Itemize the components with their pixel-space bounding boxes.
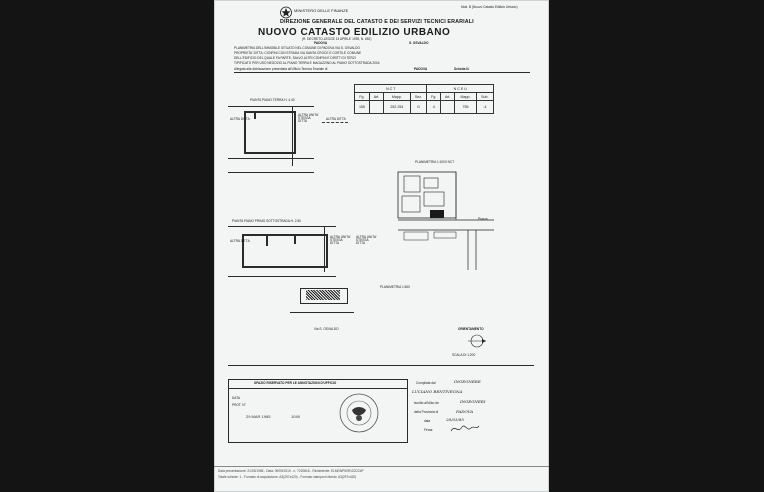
wall-segment <box>294 234 296 244</box>
boundary-dash <box>322 122 348 123</box>
republic-emblem <box>280 6 292 19</box>
description-line: PLANIMETRIA DELL'IMMOBILE SITUATO NEL CO… <box>234 46 360 50</box>
province-value: PADOVA <box>456 409 474 414</box>
orientation-label: ORIENTAMENTO <box>458 327 484 331</box>
date-label: DATA <box>232 396 241 400</box>
office-stamp-icon <box>338 392 380 434</box>
office-box-title: SPAZIO RISERVATO PER LE ANNOTAZIONI D'UF… <box>254 381 337 385</box>
albo-label: Iscritto all'Albo de <box>414 401 439 405</box>
description-line: PROPRIETA' DITTA: CONFINI CON STRADA VIA… <box>234 51 362 55</box>
scale-label: SCALA DI 1:200 <box>452 353 476 357</box>
footer-line-1: Data presentazione: 21/03/1985 - Data: 0… <box>218 469 364 473</box>
plan-border <box>228 276 336 277</box>
table-cell <box>440 100 456 114</box>
section-rule <box>228 365 534 366</box>
column-header: Art. <box>440 92 456 101</box>
other-unit-label: ALTRA UNITA' STESSA DITTA <box>330 235 351 246</box>
wall-line <box>292 106 293 166</box>
column-header: Fg. <box>354 92 370 101</box>
allegato-label: Allegata alla dichiarazione presentata a… <box>234 67 328 71</box>
altra-ditta-label: ALTRA DITTA <box>326 117 346 121</box>
protocol-label: PROT. N° <box>232 403 246 407</box>
other-unit-label: ALTRA UNITA' STESSA DITTA <box>298 113 319 124</box>
albo-value: INGEGNERI <box>460 399 486 404</box>
column-header: Mapp. <box>454 92 477 101</box>
description-line: DELL'EDIFICIO DEL QUALE FA PARTE, SALVO … <box>234 56 356 60</box>
stamp-date: 29 MAR 1985 <box>246 414 271 419</box>
altra-ditta-label: ALTRA DITTA <box>230 117 250 121</box>
scheda-label: Scheda N. <box>454 67 470 71</box>
wall-segment <box>254 111 256 119</box>
office-value: PADOVA <box>414 67 428 71</box>
compiler-name: LUCIANO BENTIVEGNA <box>412 389 463 394</box>
decree-reference: (R. DECRETO-LEGGE 13 APRILE 1939, N. 652… <box>302 37 372 41</box>
wall-segment <box>266 234 268 246</box>
plan-border <box>228 158 314 159</box>
column-header: Sez. <box>409 92 428 101</box>
description-line: TIPIFICATO PER USO NEGOZIO AL PIANO TERR… <box>234 61 380 65</box>
office-box-rule <box>228 388 407 389</box>
table-cell: 4 <box>426 100 441 114</box>
street-label: Via S. OSVALDO <box>314 327 339 331</box>
table-cell: 252 254 <box>383 100 411 114</box>
site-plan-label: PLANIMETRIA 1:1000 NCT <box>415 160 455 164</box>
stamp-number: 1049 <box>291 414 300 419</box>
altra-ditta-label: ALTRA DITTA <box>230 239 250 243</box>
signature-label: Firma: <box>424 428 434 432</box>
directorate-name: DIREZIONE GENERALE DEL CATASTO E DEI SER… <box>280 19 474 25</box>
small-plan-label: PLANIMETRIA 1:500 <box>380 285 410 289</box>
date-label: data <box>424 419 431 423</box>
plan-border <box>228 226 336 227</box>
small-plan-outline <box>300 288 348 304</box>
compiled-by-label: Compilata dal <box>416 381 436 385</box>
basement-label: PIANTA PIANO PRIMO SOTTOSTRADA H. 2.50 <box>232 219 301 223</box>
date-value: 28/03/85 <box>446 417 464 422</box>
province-value: PADOVA <box>314 41 328 45</box>
basement-outline <box>242 234 328 268</box>
table-cell: 155 <box>354 100 370 114</box>
signature-icon <box>450 422 480 434</box>
table-cell: 755 <box>454 100 477 114</box>
column-header: Art. <box>368 92 385 101</box>
column-header: Sub. <box>475 92 495 101</box>
footer-rule <box>214 466 549 467</box>
ground-floor-label: PIANTA PIANO TERRA H. 4.40 <box>250 98 295 102</box>
street-line <box>290 312 354 313</box>
column-header: Mapp. <box>383 92 411 101</box>
document-title: NUOVO CATASTO EDILIZIO URBANO <box>258 27 451 38</box>
header-rule <box>234 72 530 73</box>
plan-border <box>228 172 314 173</box>
piazza-label: Piazza <box>478 217 488 221</box>
model-reference: Mod. B (Nuovo Catasto Edilizio Urbano) <box>461 5 518 9</box>
plan-border <box>228 106 314 107</box>
cadastral-table: N C T N C E U Fg. Art. Mapp. Sez. Fg. Ar… <box>353 84 495 114</box>
municipality-value: S. OSVALDO <box>409 41 429 45</box>
nceu-header: N C E U <box>426 84 494 93</box>
footer-line-2: Totale schede: 1 - Formato di acquisizio… <box>218 475 357 479</box>
site-plan-map <box>394 170 494 270</box>
ground-floor-outline <box>244 111 296 154</box>
wall-line <box>324 226 325 272</box>
province-label: della Provincia di <box>414 410 439 414</box>
nct-header: N C T <box>353 84 428 93</box>
table-cell: G <box>409 100 428 114</box>
north-arrow-icon <box>466 333 488 349</box>
ministry-name: MINISTERO DELLE FINANZE <box>294 8 349 13</box>
other-unit-label: ALTRA UNITA' STESSA DITTA <box>356 235 377 246</box>
cadastral-sheet: Mod. B (Nuovo Catasto Edilizio Urbano) M… <box>214 0 549 492</box>
office-annotation-box <box>228 379 408 443</box>
compiler-title: INGEGNERE <box>454 379 481 384</box>
unit-hatch <box>306 290 340 300</box>
table-cell <box>368 100 385 114</box>
table-cell: -4 <box>475 100 495 114</box>
column-header: Fg. <box>426 92 441 101</box>
